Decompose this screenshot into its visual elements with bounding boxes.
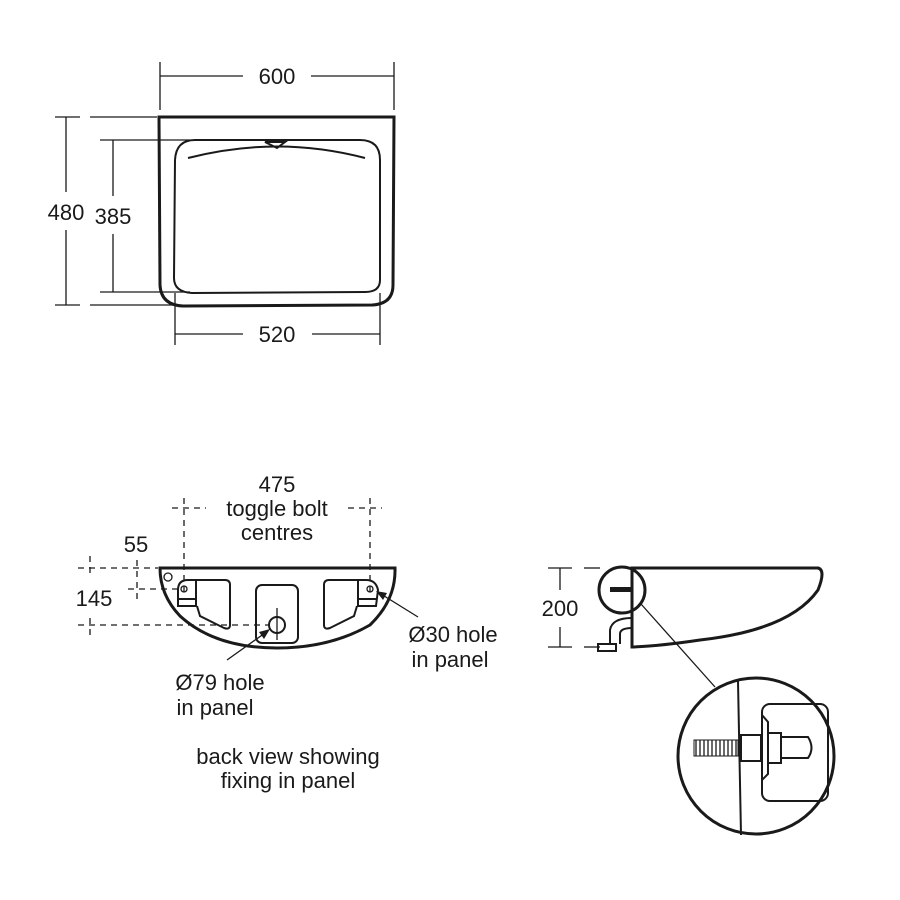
dim-bowl-depth: 385 [95,204,132,229]
label-centres: centres [241,520,313,545]
label-toggle-bolt: toggle bolt [226,496,328,521]
dim-height: 200 [542,596,579,621]
dim-bowl-width: 520 [259,322,296,347]
dim-bolt-centres: 475 [259,472,296,497]
thread-icon [693,739,739,757]
label-hole-small: Ø30 hole [408,622,497,647]
label-hole-small-panel: in panel [411,647,488,672]
caption-line-1: back view showing [196,744,379,769]
dim-offset-vertical: 145 [76,586,113,611]
caption-line-2: fixing in panel [221,768,356,793]
dim-overall-width: 600 [259,64,296,89]
label-hole-large: Ø79 hole [175,670,264,695]
top-view: 600 480 385 520 [48,62,396,347]
back-view: 475 toggle bolt centres 55 1 [76,472,498,793]
dim-offset-top: 55 [124,532,148,557]
dim-overall-depth: 480 [48,200,85,225]
label-hole-large-panel: in panel [176,695,253,720]
side-view: 200 [542,565,836,836]
